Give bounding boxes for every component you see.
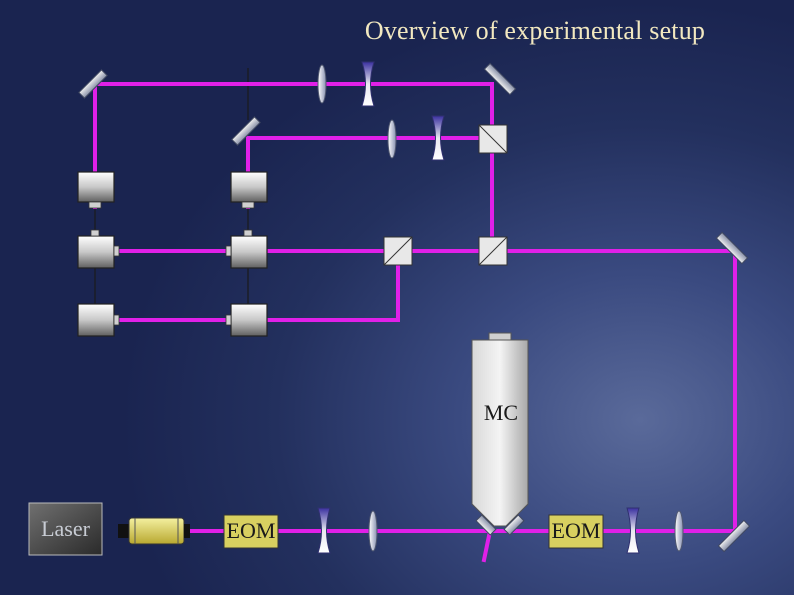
mode-cleaner [471,332,529,536]
focusing-lenses [317,64,684,552]
beamsplitter-left [383,236,413,266]
mirror-top-right [483,62,517,96]
eom-boxes [223,514,604,549]
mirror-bottom-right [717,519,751,553]
diverging-lenses [317,61,640,554]
beamsplitter-top [478,124,508,154]
beamsplitter-right [478,236,508,266]
signal-lines [94,68,249,304]
mode-cleaner-label: MC [483,400,519,425]
mirror-top-left [78,69,108,99]
laser-beams [93,82,737,563]
detector-boxes [77,171,268,337]
laser-label: Laser [41,516,90,541]
eom-left-label: EOM [226,518,276,543]
laser-source [28,502,103,556]
eom-right-label: EOM [551,518,601,543]
mirror-right-middle [715,231,749,265]
mirror-inner [231,116,261,146]
couplers [88,201,255,326]
slide-title: Overview of experimental setup [364,16,706,45]
optical-isolator [118,517,190,545]
